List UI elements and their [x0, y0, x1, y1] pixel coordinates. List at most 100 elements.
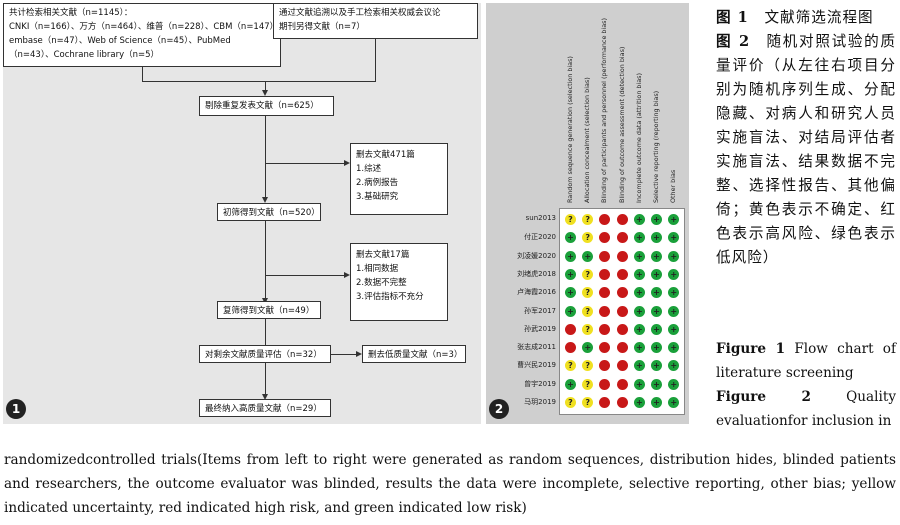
fig1-title-en: Flow chart of literature screening [716, 341, 896, 381]
caption-continuation: randomizedcontrolled trials(Items from l… [4, 452, 896, 516]
panel-number-2: 2 [489, 399, 509, 419]
judgement-cell: ? [582, 360, 594, 372]
judgement-cell: + [633, 214, 645, 225]
judgement-cell: + [651, 305, 662, 317]
column-header: Blinding of outcome assessment (detectio… [617, 46, 626, 203]
dedup-box: 剔除重复发表文献（n=625） [199, 96, 334, 116]
judgement-cell [616, 287, 628, 299]
column-header: Blinding of participants and personnel (… [600, 18, 609, 203]
search-total-box: 共计检索相关文献（n=1145）： CNKI（n=166）、万方（n=464）、… [3, 3, 281, 67]
judgement-cell: ? [582, 268, 594, 280]
exclusion-box-1: 删去文献471篇 1.综述 2.病例报告 3.基础研究 [350, 143, 448, 215]
judgement-cell: ? [582, 232, 594, 244]
study-label: 孙武2019 [524, 324, 556, 333]
judgement-cell: + [668, 250, 680, 262]
study-label: 孙军2017 [524, 306, 556, 315]
judgement-cell: ? [582, 323, 594, 335]
caption-chinese: 图 1 文献筛选流程图 图 2 随机对照试验的质量评价（从左往右项目分别为随机序… [716, 6, 896, 270]
fig1-label-zh: 图 1 [716, 9, 749, 26]
study-label: 刘凌媛2020 [517, 251, 556, 260]
column-header: Random sequence generation (selection bi… [566, 56, 574, 203]
judgement-cell [599, 214, 611, 225]
connector-line [265, 363, 266, 395]
judgement-cell: + [651, 250, 662, 262]
judgement-cell [616, 323, 628, 335]
fig2-title-en: Quality evaluationfor inclusion in [716, 389, 896, 429]
judgement-cell [616, 342, 628, 354]
judgement-cell [599, 268, 611, 280]
judgement-cell: + [651, 287, 662, 299]
judgement-cell [599, 342, 611, 354]
judgement-cell: + [668, 214, 680, 225]
final-included-box: 最终纳入高质量文献（n=29） [199, 399, 331, 417]
judgement-cell: + [651, 378, 662, 390]
judgement-cell: ? [582, 378, 594, 390]
judgement-cell [599, 323, 611, 335]
judgement-cell: + [668, 305, 680, 317]
judgement-cell: + [651, 397, 662, 408]
low-quality-box: 删去低质量文献（n=3） [362, 345, 466, 363]
judgement-cell: + [668, 268, 680, 280]
judgement-cell: + [633, 305, 645, 317]
rescreen-box: 复筛得到文献（n=49） [217, 301, 321, 319]
judgement-cell [599, 232, 611, 244]
judgement-cell [599, 287, 611, 299]
arrow-down [262, 394, 268, 400]
judgement-cell: ? [565, 360, 576, 372]
study-label: 曹兴民2019 [517, 361, 556, 370]
study-label: 曾宇2019 [524, 379, 556, 388]
exclusion-box-2: 删去文献17篇 1.相同数据 2.数据不完整 3.评估指标不充分 [350, 243, 448, 321]
judgement-cell [616, 397, 628, 408]
connector-line [142, 81, 376, 82]
connector-line [265, 319, 266, 349]
judgement-cell: + [633, 232, 645, 244]
flowchart-panel: 共计检索相关文献（n=1145）： CNKI（n=166）、万方（n=464）、… [3, 3, 481, 424]
judgement-cell: + [668, 378, 680, 390]
manual-search-box: 通过文献追溯以及手工检索相关权威会议论 期刊另得文献（n=7） [273, 3, 478, 39]
judgement-cell: ? [582, 214, 594, 225]
judgement-cell [599, 360, 611, 372]
fig2-title-zh: 随机对照试验的质量评价（从左往右项目分别为随机序列生成、分配隐藏、对病人和研究人… [716, 33, 896, 266]
arrow-down [262, 90, 268, 96]
judgement-cell: + [651, 214, 662, 225]
connector-line [265, 81, 266, 91]
judgement-cell [616, 232, 628, 244]
fig1-title-zh: 文献筛选流程图 [764, 9, 874, 26]
column-header: Selective reporting (reporting bias) [652, 90, 660, 203]
connector-line [265, 221, 266, 299]
judgement-cell: + [582, 250, 594, 262]
judgement-cell: + [651, 323, 662, 335]
judgement-cell: + [633, 250, 645, 262]
initial-screen-box: 初筛得到文献（n=520） [217, 203, 321, 221]
judgement-cell: + [565, 305, 576, 317]
judgement-cell: + [565, 232, 576, 244]
column-header: Other bias [669, 169, 678, 203]
judgement-cell: + [633, 323, 645, 335]
judgement-cell: + [582, 342, 594, 354]
judgement-cell: + [668, 287, 680, 299]
judgement-cell [599, 397, 611, 408]
column-header: Incomplete outcome data (attrition bias) [634, 73, 643, 203]
study-label: 马玥2019 [524, 398, 556, 406]
judgement-cell [599, 305, 611, 317]
judgement-cell: + [565, 268, 576, 280]
judgement-cell: ? [565, 214, 576, 225]
judgement-cell [599, 378, 611, 390]
judgement-cell: + [633, 378, 645, 390]
judgement-cell: ? [582, 305, 594, 317]
judgement-cell [616, 250, 628, 262]
judgement-cell [565, 342, 576, 354]
arrow-right [356, 351, 362, 357]
fig1-label-en: Figure 1 [716, 341, 786, 357]
study-label: 张志成2011 [517, 343, 556, 352]
fig2-label-zh: 图 2 [716, 33, 751, 50]
panel-number-1: 1 [6, 399, 26, 419]
risk-of-bias-panel: Random sequence generation (selection bi… [486, 3, 689, 424]
judgement-cell [616, 360, 628, 372]
judgement-cell: + [633, 268, 645, 280]
judgement-cell: + [668, 360, 680, 372]
judgement-cell [599, 250, 611, 262]
arrow-down [262, 197, 268, 203]
judgement-cell [616, 268, 628, 280]
judgement-cell: ? [582, 397, 594, 408]
